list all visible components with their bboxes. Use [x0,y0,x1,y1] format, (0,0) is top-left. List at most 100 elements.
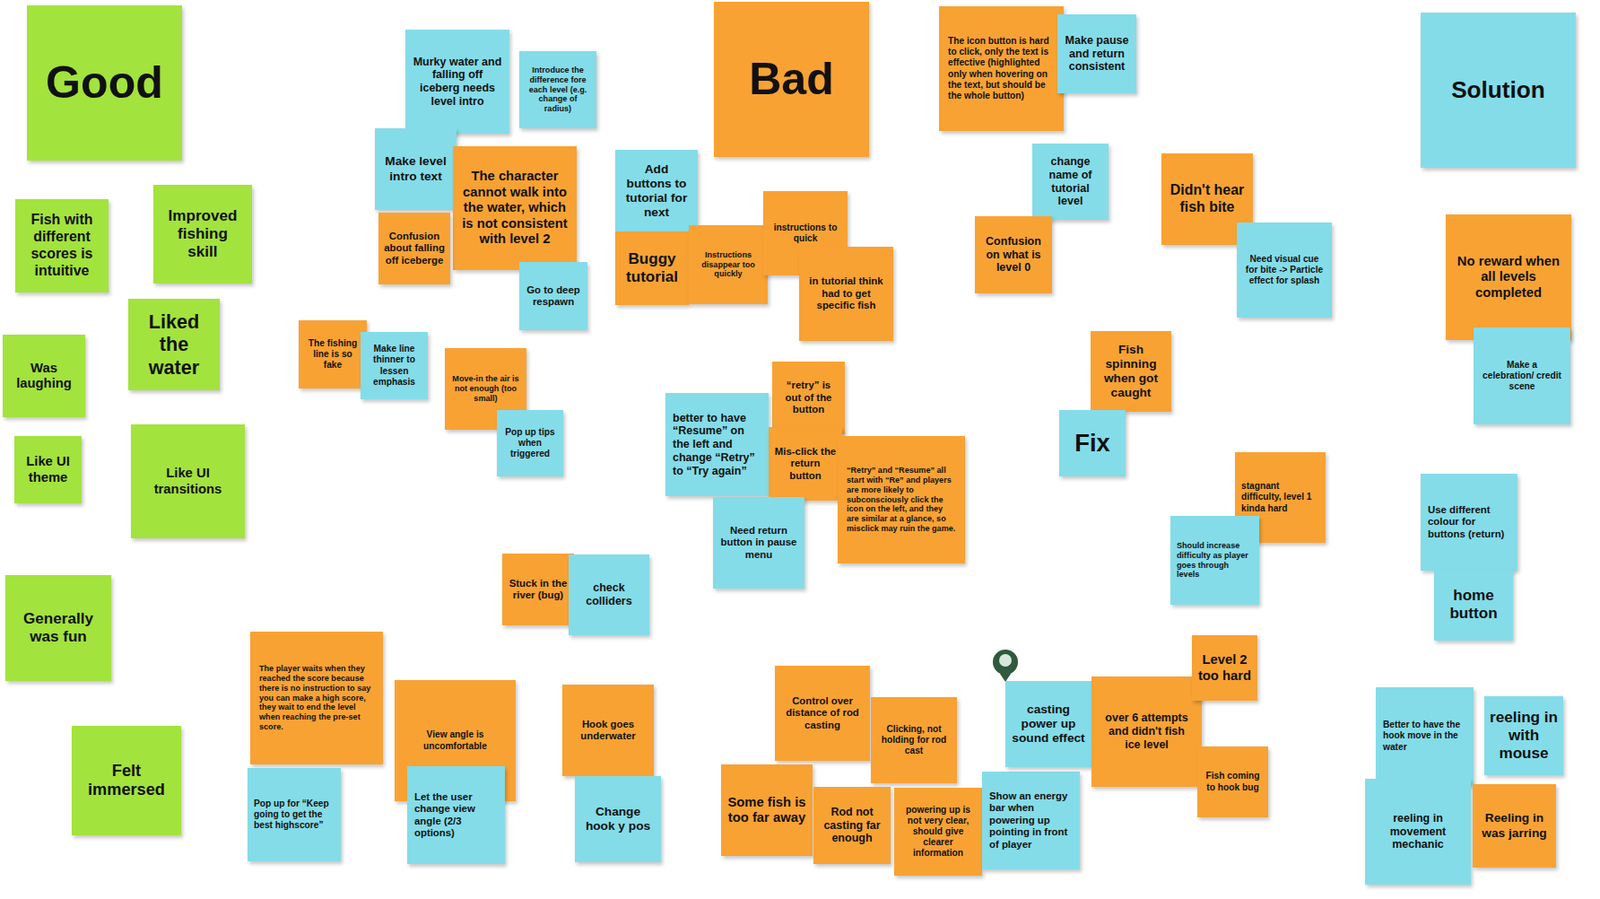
note-text: in tutorial think had to get specific fi… [805,275,887,312]
sticky-note: Introduce the difference fore each level… [519,51,597,129]
note-text: Some fish is too far away [727,794,807,827]
note-text: The player waits when they reached the s… [259,663,374,731]
sticky-note: Clicking, not holding for rod cast [870,696,957,783]
sticky-note: Level 2 too hard [1191,634,1258,701]
sticky-note: Reeling in was jarring [1472,783,1557,868]
sticky-note: reeling in movement mechanic [1365,778,1471,885]
note-text: Like UI theme [18,453,78,486]
note-text: home button [1439,586,1508,623]
sticky-note: The fishing line is so fake [298,320,367,389]
sticky-note: Felt immersed [71,725,182,835]
note-text: Good [45,56,164,110]
note-text: The character cannot walk into the water… [461,168,568,247]
sticky-note: Bad [713,1,870,157]
note-text: powering up is not very clear, should gi… [900,804,976,859]
sticky-note: Good [26,5,183,161]
sticky-note: Was laughing [2,334,86,418]
note-text: Fish with different scores is intuitive [21,211,103,279]
note-text: Was laughing [8,360,80,392]
note-text: Confusion about falling off iceberge [383,230,445,267]
note-text: Add buttons to tutorial for next [620,162,693,221]
sticky-note: check colliders [568,554,650,635]
note-text: reeling in with mouse [1489,708,1558,763]
note-text: Pop up for “Keep going to get the best h… [253,798,335,831]
sticky-note: better to have “Resume” on the left and … [665,392,769,496]
note-text: reeling in movement mechanic [1372,811,1464,852]
sticky-note: Buggy tutorial [615,231,689,305]
sticky-note: Make level intro text [374,128,457,210]
sticky-note: Make line thinner to lessen emphasis [360,331,428,400]
sticky-note: casting power up sound effect [1005,680,1092,767]
note-text: “retry” is out of the button [777,379,840,416]
sticky-note: Like UI theme [14,435,82,504]
note-text: Need return button in pause menu [719,524,799,561]
note-text: Better to have the hook move in the wate… [1382,719,1467,752]
sticky-note: Go to deep respawn [519,261,588,331]
note-text: Instructions disappear too quickly [694,250,763,279]
note-text: Confusion on what is level 0 [980,234,1047,275]
note-text: Make pause and return consistent [1062,34,1131,74]
sticky-note: Fish with different scores is intuitive [15,199,109,293]
sticky-note: Murky water and falling off iceberg need… [405,29,510,134]
note-text: Didn't hear fish bite [1167,182,1247,217]
note-text: Bad [748,52,835,106]
sticky-note: The character cannot walk into the water… [452,146,577,270]
note-text: Need visual cue for bite -> Particle eff… [1243,253,1326,287]
sticky-note: The icon button is hard to click, only t… [939,6,1064,131]
sticky-note: Need return button in pause menu [713,496,805,589]
sticky-note: Use different colour for buttons (return… [1420,473,1518,571]
sticky-note: Stuck in the river (bug) [502,553,574,626]
sticky-note: change name of tutorial level [1032,143,1109,220]
sticky-note: Confusion on what is level 0 [974,216,1053,294]
note-text: No reward when all levels completed [1454,253,1563,301]
avatar-pin [991,648,1019,682]
note-text: Stuck in the river (bug) [507,577,569,602]
sticky-note: Should increase difficulty as player goe… [1170,515,1260,605]
note-text: Buggy tutorial [620,250,684,287]
sticky-note: The player waits when they reached the s… [250,631,383,765]
sticky-note: Better to have the hook move in the wate… [1375,686,1474,785]
note-text: Mis-click the return button [773,445,837,482]
sticky-note: “Retry” and “Resume” all start with “Re”… [837,435,966,564]
sticky-note: Make pause and return consistent [1057,14,1137,94]
note-text: Level 2 too hard [1196,652,1253,684]
note-text: Make line thinner to lessen emphasis [365,343,424,387]
note-text: Rod not casting far enough [818,805,886,845]
note-text: Solution [1451,76,1546,105]
note-text: Show an energy bar when powering up poin… [989,790,1073,851]
note-text: casting power up sound effect [1011,702,1086,746]
note-text: Felt immersed [79,761,174,800]
note-text: The icon button is hard to click, only t… [947,35,1055,101]
sticky-note: Show an energy bar when powering up poin… [982,771,1080,870]
sticky-note: Rod not casting far enough [813,786,891,864]
note-text: Control over distance of rod casting [781,695,864,731]
note-text: Move-in the air is not enough (too small… [450,373,522,403]
sticky-note: Generally was fun [5,574,112,681]
note-text: Fish coming to hook bug [1201,770,1264,792]
sticky-note: Hook goes underwater [562,684,654,776]
sticky-note: in tutorial think had to get specific fi… [799,246,894,341]
sticky-note: Like UI transitions [130,424,245,539]
sticky-note: Change hook y pos [574,775,661,862]
note-text: Change hook y pos [581,804,655,834]
note-text: Use different colour for buttons (return… [1427,504,1511,540]
sticky-note: Instructions disappear too quickly [688,225,768,305]
note-text: change name of tutorial level [1037,155,1104,209]
note-text: Like UI transitions [139,465,237,497]
sticky-note: No reward when all levels completed [1445,214,1572,340]
note-text: The fishing line is so fake [303,338,363,371]
sticky-note: home button [1434,568,1514,641]
note-text: over 6 attempts and didn't fish ice leve… [1099,711,1194,751]
sticky-note: Make a celebration/ credit scene [1473,327,1571,425]
note-text: View angle is uncomfortable [402,729,508,751]
note-text: Pop up tips when triggered [501,426,559,460]
sticky-note: Control over distance of rod casting [774,665,870,761]
note-text: better to have “Resume” on the left and … [672,411,762,479]
sticky-note: Let the user change view angle (2/3 opti… [407,765,505,864]
sticky-note: “retry” is out of the button [772,361,845,435]
sticky-note: Liked the water [128,298,220,391]
note-text: Go to deep respawn [523,284,583,309]
note-text: Make level intro text [380,154,452,183]
note-text: Liked the water [134,310,214,379]
note-text: “Retry” and “Resume” all start with “Re”… [846,465,957,533]
